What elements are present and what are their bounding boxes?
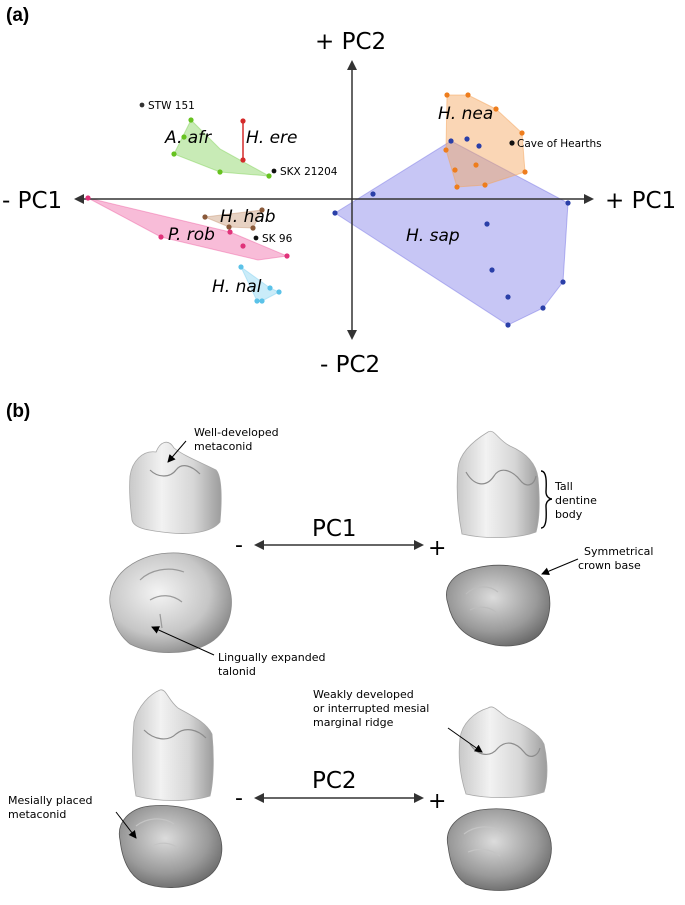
panel-a-label: (a): [6, 5, 29, 26]
tooth-pc2-positive-occlusal: [446, 808, 552, 891]
label-h-ere: H. ere: [246, 128, 298, 148]
hull-p-rob: [87, 197, 289, 261]
annotation-metaconid: Well-developed metaconid: [167, 426, 279, 463]
hull-h-nal: [240, 266, 281, 302]
tooth-pc2-negative-side: [132, 689, 214, 801]
label-h-nal: H. nal: [212, 277, 262, 297]
specimen-skx21204: SKX 21204: [280, 166, 338, 178]
svg-text:Mesially placed: Mesially placed: [8, 794, 92, 807]
svg-text:crown base: crown base: [578, 559, 641, 572]
pc2-minus: -: [235, 786, 243, 811]
pca-axes: [74, 60, 594, 340]
svg-text:metaconid: metaconid: [8, 808, 66, 821]
annotation-symmetrical: Symmetrical crown base: [541, 545, 653, 575]
specimen-points: [139, 102, 515, 241]
svg-text:talonid: talonid: [218, 665, 256, 678]
svg-text:Weakly developed: Weakly developed: [313, 688, 414, 701]
pc2-negative-label: - PC2: [320, 352, 380, 378]
pc1-plus: +: [428, 536, 446, 561]
annotation-mesial-ridge: Weakly developed or interrupted mesial m…: [313, 688, 483, 753]
svg-text:body: body: [555, 508, 583, 521]
pc2-label: PC2: [312, 768, 357, 794]
label-h-hab: H. hab: [220, 207, 276, 227]
points-a-afr: [171, 117, 272, 179]
points-h-nal: [238, 264, 282, 304]
svg-text:or interrupted mesial: or interrupted mesial: [313, 702, 429, 715]
tooth-pc2-negative-occlusal: [118, 805, 223, 888]
annotation-tall-body: Tall dentine body: [540, 470, 597, 529]
pc1-positive-label: + PC1: [605, 188, 676, 214]
panel-b-label: (b): [6, 401, 30, 422]
svg-text:marginal ridge: marginal ridge: [313, 716, 394, 729]
annotation-lingual: Lingually expanded talonid: [151, 626, 325, 678]
pc1-negative-label: - PC1: [2, 188, 62, 214]
tooth-pc1-positive-side: [456, 430, 540, 539]
points-h-hab: [202, 207, 265, 231]
points-h-ere: [240, 118, 246, 163]
hulls: [87, 94, 569, 326]
hull-a-afr: [173, 119, 270, 177]
label-h-sap: H. sap: [406, 226, 460, 246]
label-h-nea: H. nea: [438, 104, 493, 124]
specimen-stw151: STW 151: [148, 100, 195, 112]
tooth-pc1-negative-occlusal: [109, 552, 232, 653]
pc1-minus: -: [235, 533, 243, 558]
pc2-plus: +: [428, 789, 446, 814]
svg-text:Lingually expanded: Lingually expanded: [218, 651, 325, 664]
svg-text:dentine: dentine: [555, 494, 597, 507]
svg-text:metaconid: metaconid: [194, 440, 252, 453]
svg-text:Symmetrical: Symmetrical: [584, 545, 653, 558]
points-h-sap: [332, 136, 571, 328]
specimen-sk96: SK 96: [262, 233, 293, 245]
annotation-mesial-metaconid: Mesially placed metaconid: [8, 794, 137, 839]
tooth-pc1-positive-occlusal: [446, 564, 551, 647]
tooth-pc1-negative-side: [129, 441, 222, 534]
points-h-nea: [443, 92, 528, 190]
svg-text:Tall: Tall: [554, 480, 573, 493]
svg-text:Well-developed: Well-developed: [194, 426, 279, 439]
tooth-pc2-positive-side: [458, 706, 548, 799]
pc1-label: PC1: [312, 516, 357, 542]
label-a-afr: A. afr: [164, 128, 212, 148]
pc2-positive-label: + PC2: [315, 29, 386, 55]
specimen-cave-of-hearths: Cave of Hearths: [517, 138, 602, 150]
label-p-rob: P. rob: [168, 225, 215, 245]
points-p-rob: [85, 195, 290, 259]
